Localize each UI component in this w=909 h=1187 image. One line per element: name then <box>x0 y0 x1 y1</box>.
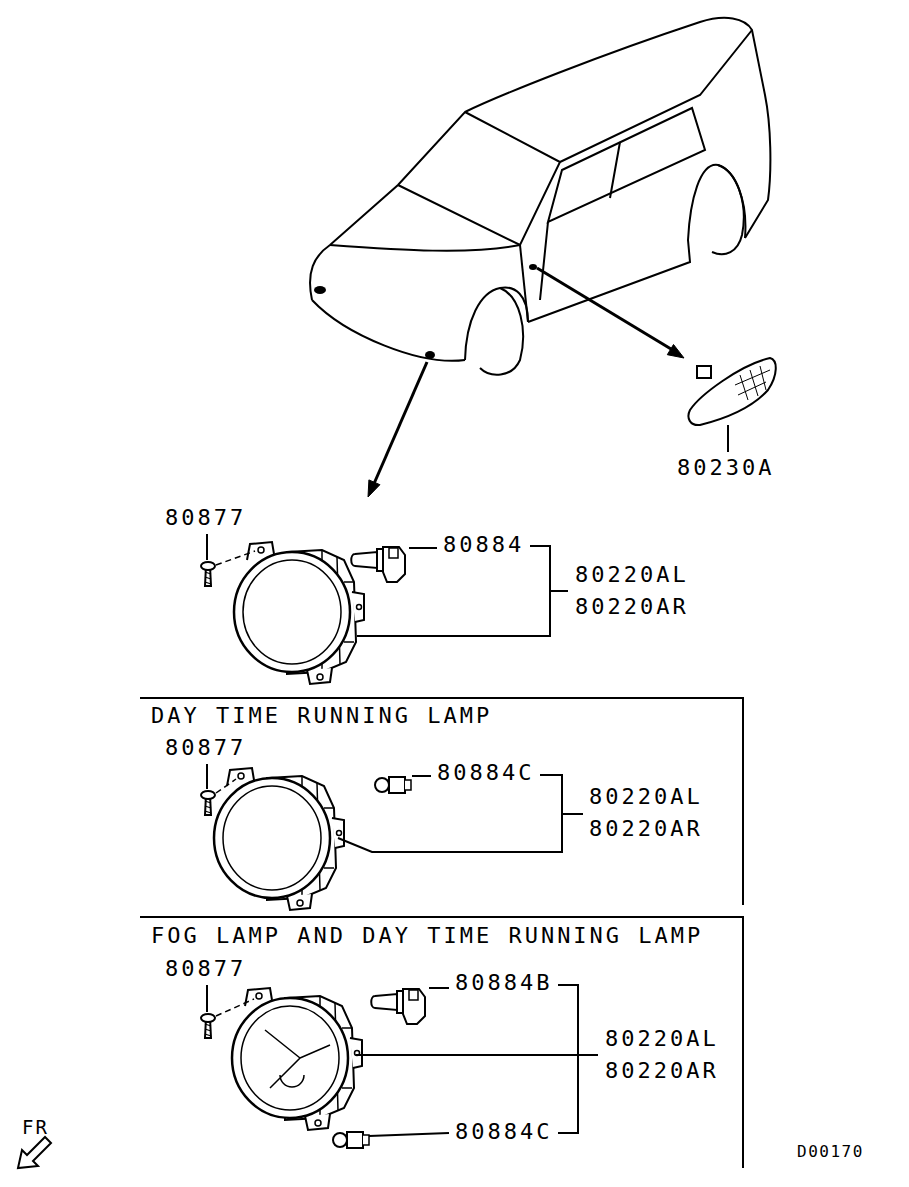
side-marker-lamp <box>688 358 775 452</box>
callout-number: 80884B <box>455 972 552 994</box>
part-number: 80220AR <box>605 1060 719 1082</box>
panel-heading: DAY TIME RUNNING LAMP <box>151 705 742 727</box>
location-dot <box>425 351 435 359</box>
part-number: 80220AL <box>575 564 689 586</box>
part-number: 80230A <box>677 457 774 479</box>
part-number: 80220AL <box>605 1028 719 1050</box>
callout-number: 80884C <box>437 762 534 784</box>
fog-lamp <box>201 534 568 684</box>
location-dot <box>529 264 537 270</box>
location-dot <box>314 286 326 294</box>
callout-number: 80877 <box>165 958 246 980</box>
location-arrow <box>368 268 684 497</box>
panel-heading: FOG LAMP AND DAY TIME RUNNING LAMP <box>151 925 742 947</box>
part-number: 80220AL <box>589 786 703 808</box>
part-number: 80220AR <box>589 818 703 840</box>
callout-number: 80884C <box>455 1121 552 1143</box>
callout-number: 80884 <box>443 534 524 556</box>
part-number: 80220AR <box>575 596 689 618</box>
callout-number: 80877 <box>165 507 246 529</box>
vehicle-outline <box>310 18 770 375</box>
drl-lamp <box>201 764 583 910</box>
front-arrow <box>18 1137 51 1168</box>
drawing-id: D00170 <box>797 1144 864 1160</box>
callout-number: 80877 <box>165 737 246 759</box>
direction-label: FR <box>22 1118 49 1137</box>
fog-drl-lamp <box>201 985 598 1148</box>
